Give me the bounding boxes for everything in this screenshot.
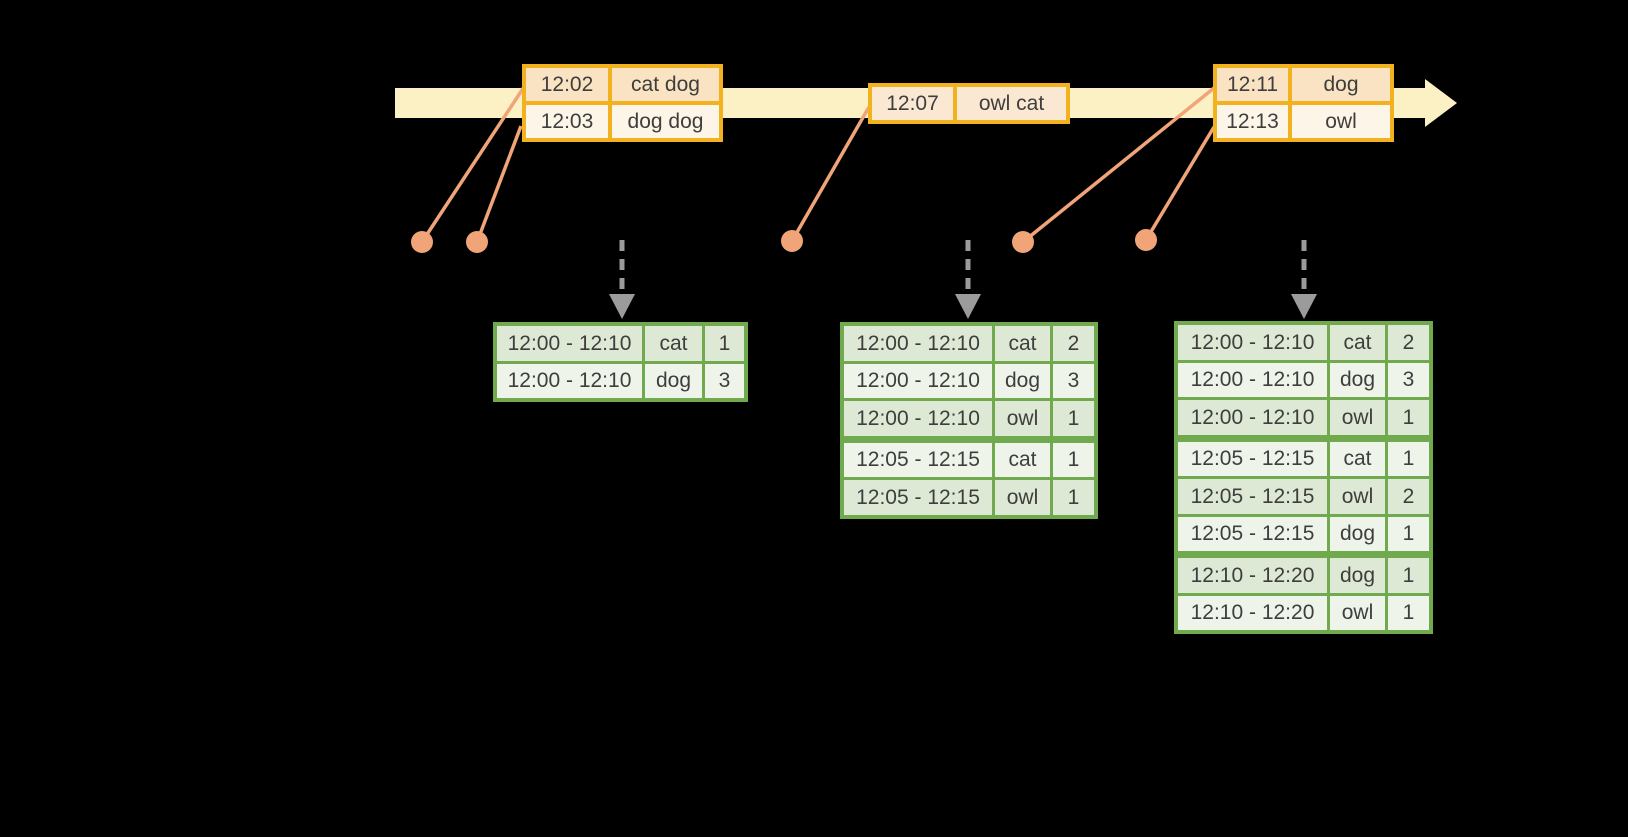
window-cell: 12:05 - 12:15 [844, 480, 992, 515]
word-cell: owl [1330, 400, 1385, 435]
window-cell: 12:00 - 12:10 [1178, 325, 1327, 360]
event-dot-icon [781, 230, 803, 252]
window-cell: 12:00 - 12:10 [844, 326, 992, 361]
event-dots [411, 229, 1157, 253]
trigger-arrowhead-icon [955, 294, 981, 319]
window-cell: 12:10 - 12:20 [1178, 595, 1327, 630]
word-cell: cat [1330, 441, 1385, 476]
word-cell: owl [995, 401, 1050, 436]
trigger-arrowhead-icon [609, 294, 635, 319]
time-cell: 12:11 [1217, 68, 1288, 101]
count-cell: 1 [1388, 441, 1429, 476]
count-cell: 1 [1388, 400, 1429, 435]
count-cell: 1 [1053, 401, 1094, 436]
connector-lines [420, 86, 1216, 244]
words-cell: owl cat [957, 87, 1066, 120]
count-cell: 3 [705, 363, 744, 398]
connector-line [790, 106, 871, 242]
word-cell: dog [645, 363, 702, 398]
count-cell: 1 [1053, 480, 1094, 515]
word-cell: cat [1330, 325, 1385, 360]
connector-line [1021, 86, 1216, 244]
count-cell: 2 [1053, 326, 1094, 361]
word-cell: dog [995, 363, 1050, 398]
time-cell: 12:02 [526, 68, 608, 101]
connector-line [1144, 126, 1216, 241]
count-cell: 3 [1053, 363, 1094, 398]
words-cell: owl [1292, 105, 1390, 138]
word-cell: dog [1330, 558, 1385, 593]
word-cell: cat [645, 326, 702, 361]
trigger-arrow-lines [619, 240, 1307, 295]
count-cell: 2 [1388, 479, 1429, 514]
word-cell: dog [1330, 516, 1385, 551]
word-cell: cat [995, 326, 1050, 361]
window-cell: 12:00 - 12:10 [844, 401, 992, 436]
count-cell: 3 [1388, 362, 1429, 397]
count-cell: 1 [705, 326, 744, 361]
trigger-arrow-heads [609, 294, 1317, 319]
word-cell: owl [995, 480, 1050, 515]
window-cell: 12:00 - 12:10 [1178, 400, 1327, 435]
event-dot-icon [1012, 231, 1034, 253]
window-cell: 12:10 - 12:20 [1178, 558, 1327, 593]
words-cell: cat dog [612, 68, 719, 101]
word-cell: dog [1330, 362, 1385, 397]
timeline-arrowhead-icon [1425, 79, 1457, 127]
window-cell: 12:00 - 12:10 [497, 326, 642, 361]
count-cell: 1 [1053, 442, 1094, 477]
window-cell: 12:05 - 12:15 [1178, 516, 1327, 551]
event-dot-icon [411, 231, 433, 253]
event-dot-icon [466, 231, 488, 253]
words-cell: dog [1292, 68, 1390, 101]
window-cell: 12:05 - 12:15 [1178, 441, 1327, 476]
connector-line [420, 86, 526, 243]
time-cell: 12:03 [526, 105, 608, 138]
count-cell: 2 [1388, 325, 1429, 360]
time-cell: 12:07 [872, 87, 953, 120]
count-cell: 1 [1388, 595, 1429, 630]
event-dot-icon [1135, 229, 1157, 251]
words-cell: dog dog [612, 105, 719, 138]
time-cell: 12:13 [1217, 105, 1288, 138]
window-cell: 12:05 - 12:15 [1178, 479, 1327, 514]
word-cell: owl [1330, 595, 1385, 630]
connector-line [475, 125, 523, 243]
count-cell: 1 [1388, 516, 1429, 551]
window-cell: 12:05 - 12:15 [844, 442, 992, 477]
window-cell: 12:00 - 12:10 [844, 363, 992, 398]
window-cell: 12:00 - 12:10 [497, 363, 642, 398]
word-cell: owl [1330, 479, 1385, 514]
window-cell: 12:00 - 12:10 [1178, 362, 1327, 397]
word-cell: cat [995, 442, 1050, 477]
count-cell: 1 [1388, 558, 1429, 593]
trigger-arrowhead-icon [1291, 294, 1317, 319]
